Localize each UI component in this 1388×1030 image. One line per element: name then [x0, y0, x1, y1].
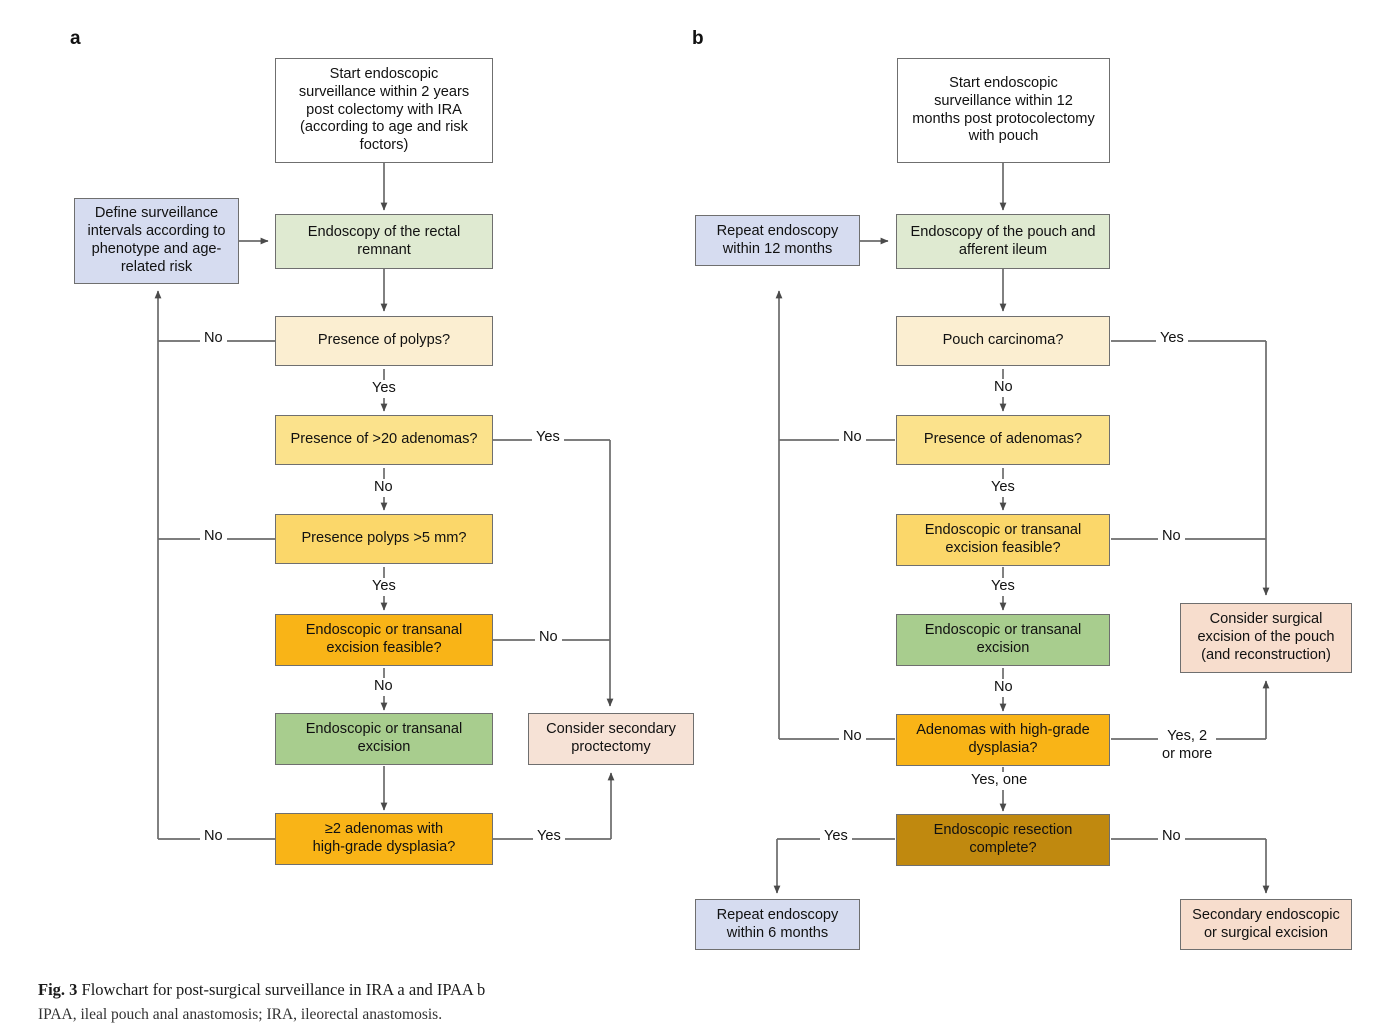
edge-label-b-adenomas-yes: Yes — [987, 479, 1019, 497]
edge-label-b-resection-yes: Yes — [820, 828, 852, 846]
node-b-endoscopy-pouch: Endoscopy of the pouch and afferent ileu… — [896, 214, 1110, 269]
edge-label-b-hgd-yes-two: Yes, 2 or more — [1158, 728, 1217, 763]
edge-label-b-carcinoma-yes: Yes — [1156, 330, 1188, 348]
node-b-repeat-12-months: Repeat endoscopy within 12 months — [695, 215, 860, 266]
edge-label-a-polyps-no: No — [200, 330, 227, 348]
node-a-two-adenomas-hgd: ≥2 adenomas with high-grade dysplasia? — [275, 813, 493, 865]
panel-label-a: a — [70, 28, 81, 49]
edge-label-a-hgd-yes: Yes — [533, 828, 565, 846]
edge-label-b-feasible-no: No — [1158, 528, 1185, 546]
edge-label-b-resection-no: No — [1158, 828, 1185, 846]
node-b-repeat-6-months: Repeat endoscopy within 6 months — [695, 899, 860, 950]
node-b-secondary-excision: Secondary endoscopic or surgical excisio… — [1180, 899, 1352, 950]
edge-label-a-polyps-yes: Yes — [368, 380, 400, 398]
edge-label-a-feasible-no-down: No — [370, 678, 397, 696]
node-b-resection-complete: Endoscopic resection complete? — [896, 814, 1110, 866]
node-b-adenomas-hgd: Adenomas with high-grade dysplasia? — [896, 714, 1110, 766]
node-b-excision: Endoscopic or transanal excision — [896, 614, 1110, 666]
edge-label-a-polyps5mm-no: No — [200, 528, 227, 546]
figure-caption-abbreviations: IPAA, ileal pouch anal anastomosis; IRA,… — [38, 1006, 443, 1023]
edge-label-a-adenomas20-no: No — [370, 479, 397, 497]
node-a-endoscopy-rectal-remnant: Endoscopy of the rectal remnant — [275, 214, 493, 269]
node-a-presence-polyps: Presence of polyps? — [275, 316, 493, 366]
node-b-start: Start endoscopic surveillance within 12 … — [897, 58, 1110, 163]
edge-label-b-feasible-yes: Yes — [987, 578, 1019, 596]
node-b-presence-adenomas: Presence of adenomas? — [896, 415, 1110, 465]
edge-label-b-excision-no: No — [990, 679, 1017, 697]
figure-caption-title: Fig. 3 Flowchart for post-surgical surve… — [38, 980, 485, 1000]
edge-label-b-hgd-no: No — [839, 728, 866, 746]
node-b-pouch-carcinoma: Pouch carcinoma? — [896, 316, 1110, 366]
edge-label-a-hgd-no: No — [200, 828, 227, 846]
edge-label-b-hgd-yes-one: Yes, one — [967, 772, 1032, 790]
node-a-start: Start endoscopic surveillance within 2 y… — [275, 58, 493, 163]
node-b-excision-feasible: Endoscopic or transanal excision feasibl… — [896, 514, 1110, 566]
node-a-excision-feasible: Endoscopic or transanal excision feasibl… — [275, 614, 493, 666]
node-a-excision: Endoscopic or transanal excision — [275, 713, 493, 765]
node-b-consider-surgical-excision: Consider surgical excision of the pouch … — [1180, 603, 1352, 673]
figure-caption-prefix: Fig. 3 — [38, 980, 78, 999]
edge-label-a-polyps5mm-yes: Yes — [368, 578, 400, 596]
figure-caption-title-text: Flowchart for post-surgical surveillance… — [77, 980, 486, 999]
edge-label-a-feasible-no-right: No — [535, 629, 562, 647]
node-a-presence-polyps-5mm: Presence polyps >5 mm? — [275, 514, 493, 564]
panel-label-b: b — [692, 28, 704, 49]
edge-label-b-adenomas-no: No — [839, 429, 866, 447]
node-a-presence-20-adenomas: Presence of >20 adenomas? — [275, 415, 493, 465]
node-a-consider-proctectomy: Consider secondary proctectomy — [528, 713, 694, 765]
edge-label-b-carcinoma-no: No — [990, 379, 1017, 397]
node-a-define-intervals: Define surveillance intervals according … — [74, 198, 239, 284]
edge-label-a-adenomas20-yes: Yes — [532, 429, 564, 447]
